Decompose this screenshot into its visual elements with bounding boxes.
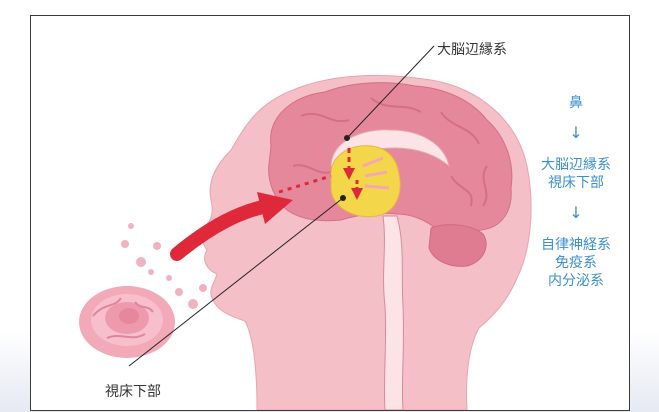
label-hypothalamus: 視床下部 xyxy=(105,381,161,401)
leader-dot-bottom xyxy=(340,195,346,201)
down-arrow-icon: ↓ xyxy=(517,204,630,222)
thalamus-region xyxy=(331,146,400,217)
flow-step-brain: 大脳辺縁系 視床下部 xyxy=(517,156,630,192)
spinal-cord xyxy=(383,216,404,410)
flow-step-systems: 自律神経系 免疫系 内分泌系 xyxy=(517,236,630,290)
leader-dot-top xyxy=(344,135,350,141)
label-limbic-system: 大脳辺縁系 xyxy=(437,39,507,59)
rose-flower xyxy=(79,286,175,358)
flow-chain: 鼻 ↓ 大脳辺縁系 視床下部 ↓ 自律神経系 免疫系 内分泌系 xyxy=(517,94,630,290)
diagram-frame: 大脳辺縁系 視床下部 鼻 ↓ 大脳辺縁系 視床下部 ↓ 自律神経系 免疫系 内分… xyxy=(30,15,630,411)
down-arrow-icon: ↓ xyxy=(517,124,630,142)
flow-step-nose: 鼻 xyxy=(517,94,630,112)
